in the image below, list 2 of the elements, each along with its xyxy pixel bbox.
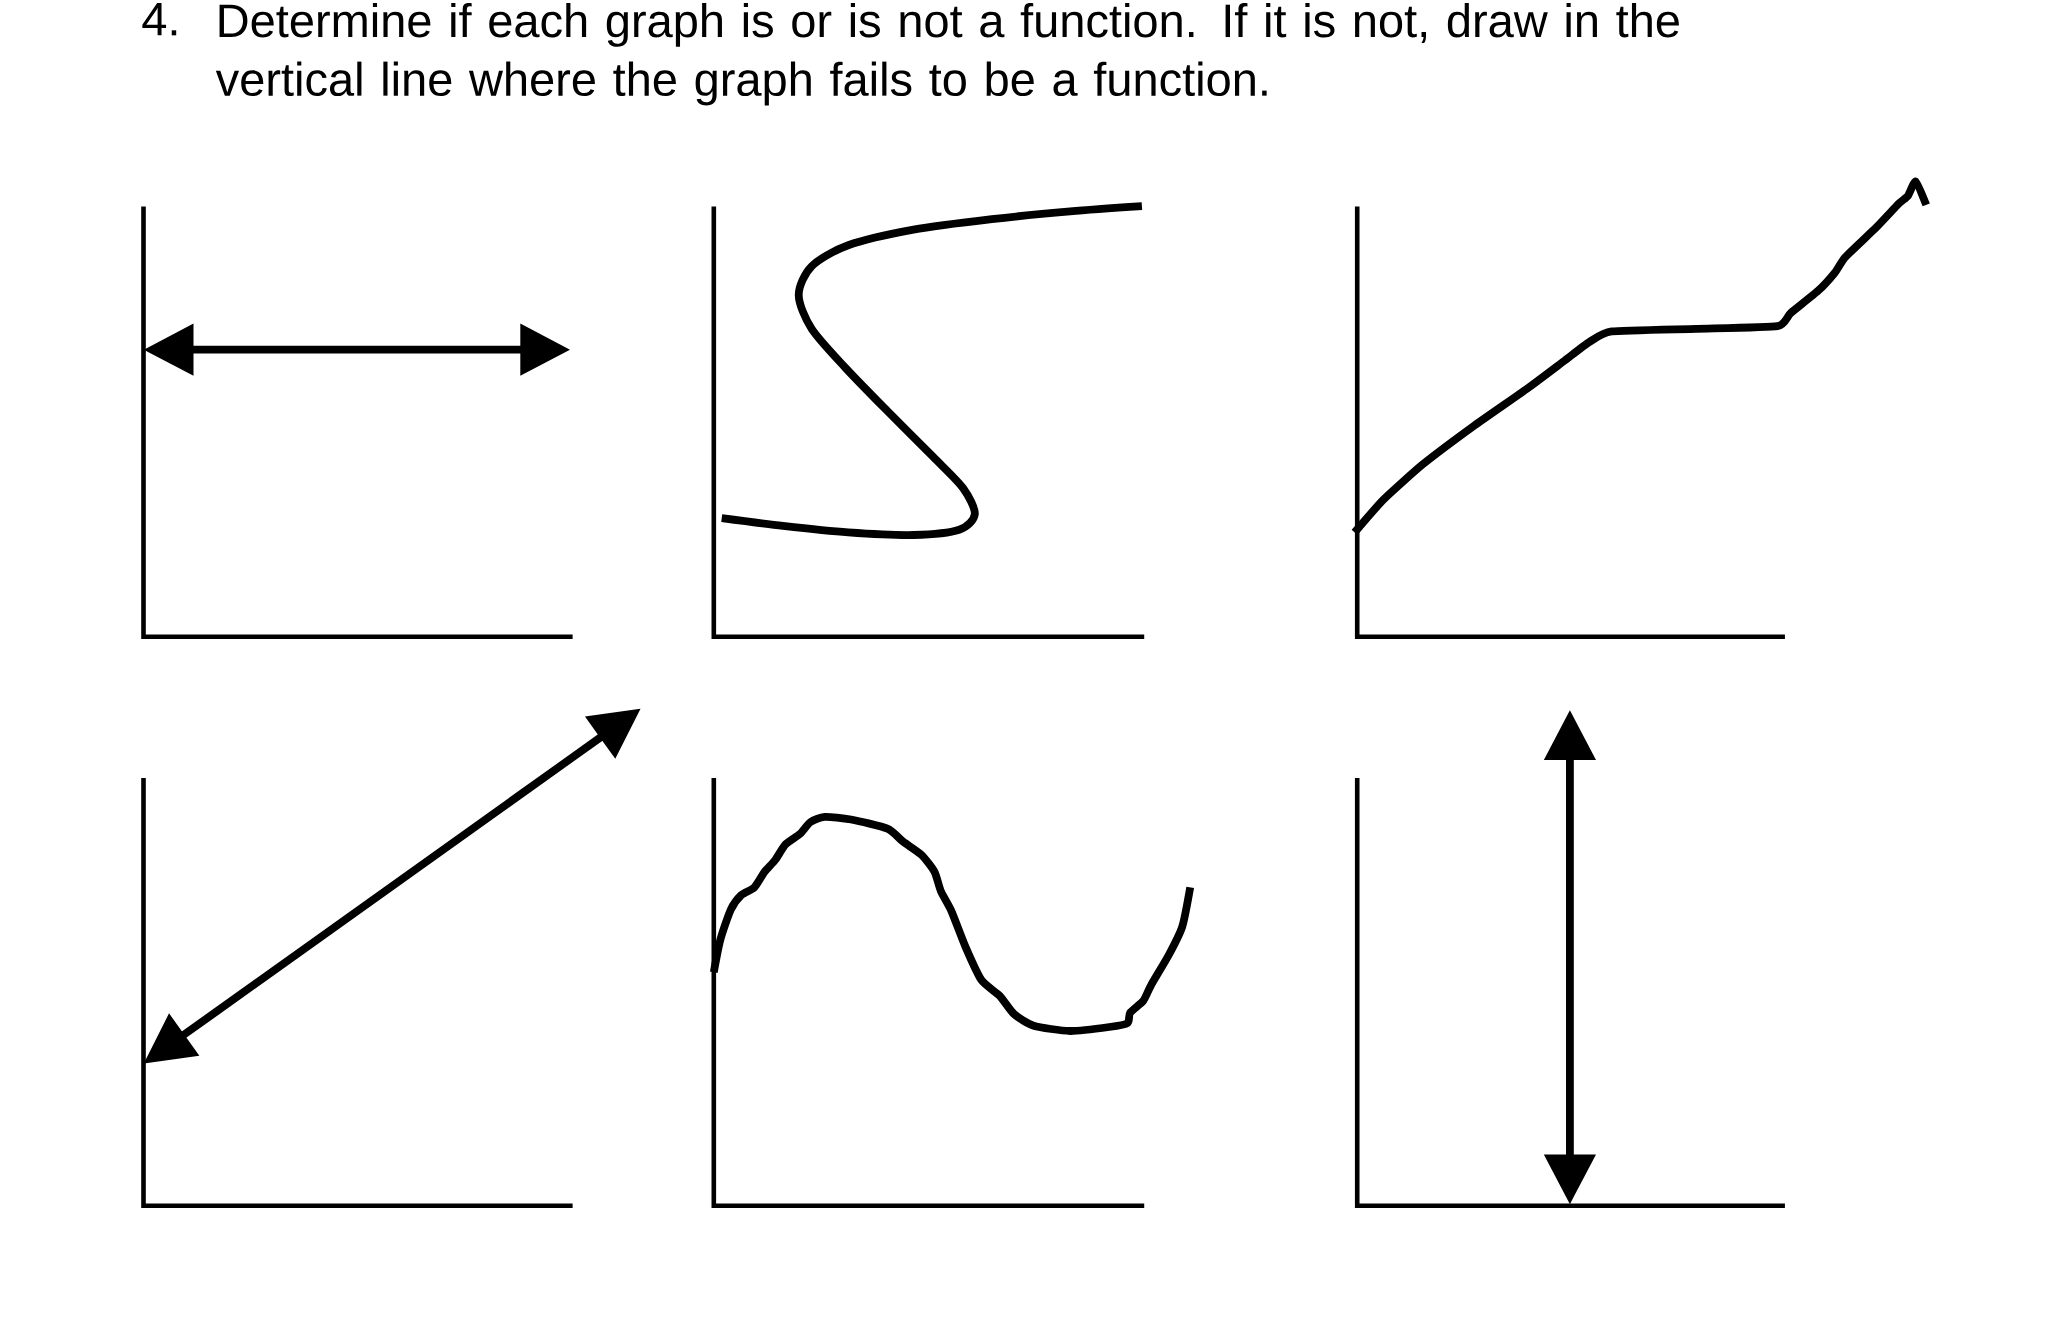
question-text: Determine if each graph is or is not a function. If it is not, draw in the vertical line where the graph fails to be a function.	[215, 3, 1679, 106]
item-number: 4.	[142, 3, 177, 36]
